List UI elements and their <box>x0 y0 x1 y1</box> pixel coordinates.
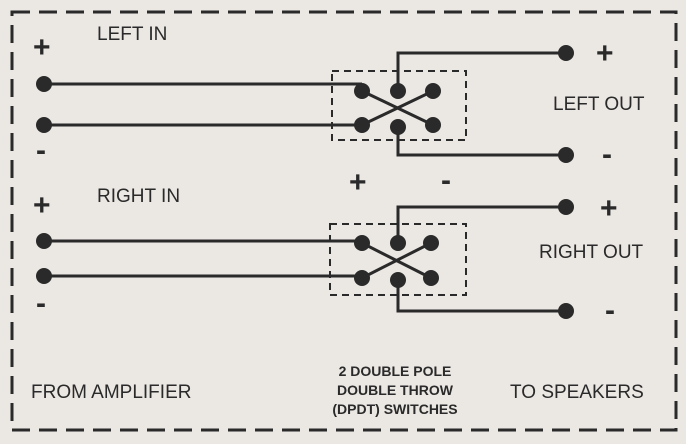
right-switch-pin <box>390 272 406 288</box>
left-switch-pin <box>354 83 370 99</box>
right-cross-wire-2 <box>361 241 432 280</box>
switch-caption: 2 DOUBLE POLE DOUBLE THROW (DPDT) SWITCH… <box>312 362 478 419</box>
left-switch-pin <box>425 83 441 99</box>
to-speakers-label: TO SPEAKERS <box>510 382 644 403</box>
right-out-plus-wire <box>396 205 566 243</box>
left-out-plus-sign: + <box>596 37 614 70</box>
left-terminals <box>36 45 574 163</box>
left-out-minus-wire <box>396 127 566 157</box>
left-in-plus-sign: + <box>33 31 51 64</box>
right-out-label: RIGHT OUT <box>539 242 644 263</box>
right-switch-pin <box>354 235 370 251</box>
left-in-minus-sign: - <box>36 134 46 167</box>
left-out-plus-wire <box>396 51 566 91</box>
switch-caption-line-2: DOUBLE THROW <box>337 382 453 398</box>
right-in-minus-sign: - <box>36 287 46 320</box>
right-in-plus-terminal <box>36 233 52 249</box>
right-terminals <box>36 199 574 319</box>
left-wires <box>44 51 566 157</box>
left-out-minus-sign: - <box>602 138 612 171</box>
right-out-plus-terminal <box>558 199 574 215</box>
right-wires <box>44 205 566 313</box>
outer-border <box>10 10 678 432</box>
right-switch-pin <box>423 270 439 286</box>
left-switch-pin <box>390 119 406 135</box>
right-out-minus-sign: - <box>605 294 615 327</box>
right-switch-pin <box>390 235 406 251</box>
right-in-plus-sign: + <box>33 189 51 222</box>
right-switch-box <box>329 223 467 296</box>
right-out-minus-terminal <box>558 303 574 319</box>
left-out-minus-terminal <box>558 147 574 163</box>
right-in-minus-terminal <box>36 268 52 284</box>
switch-caption-line-1: 2 DOUBLE POLE <box>338 363 452 379</box>
right-out-plus-sign: + <box>600 192 618 225</box>
left-out-plus-terminal <box>558 45 574 61</box>
left-cross-wire-2 <box>361 89 434 127</box>
right-out-minus-wire <box>396 280 566 313</box>
left-switch-pin <box>425 117 441 133</box>
from-amplifier-label: FROM AMPLIFIER <box>31 382 192 403</box>
switch-plus-sign: + <box>349 166 367 199</box>
left-switch-pin <box>390 83 406 99</box>
left-out-label: LEFT OUT <box>553 94 645 115</box>
left-in-minus-terminal <box>36 117 52 133</box>
left-in-label: LEFT IN <box>97 24 168 45</box>
left-in-plus-terminal <box>36 76 52 92</box>
switch-minus-sign: - <box>441 164 451 197</box>
right-in-label: RIGHT IN <box>97 186 181 207</box>
right-switch-pin <box>423 235 439 251</box>
left-switch-pin <box>354 117 370 133</box>
right-switch-pin <box>354 270 370 286</box>
switch-caption-line-3: (DPDT) SWITCHES <box>332 401 458 417</box>
